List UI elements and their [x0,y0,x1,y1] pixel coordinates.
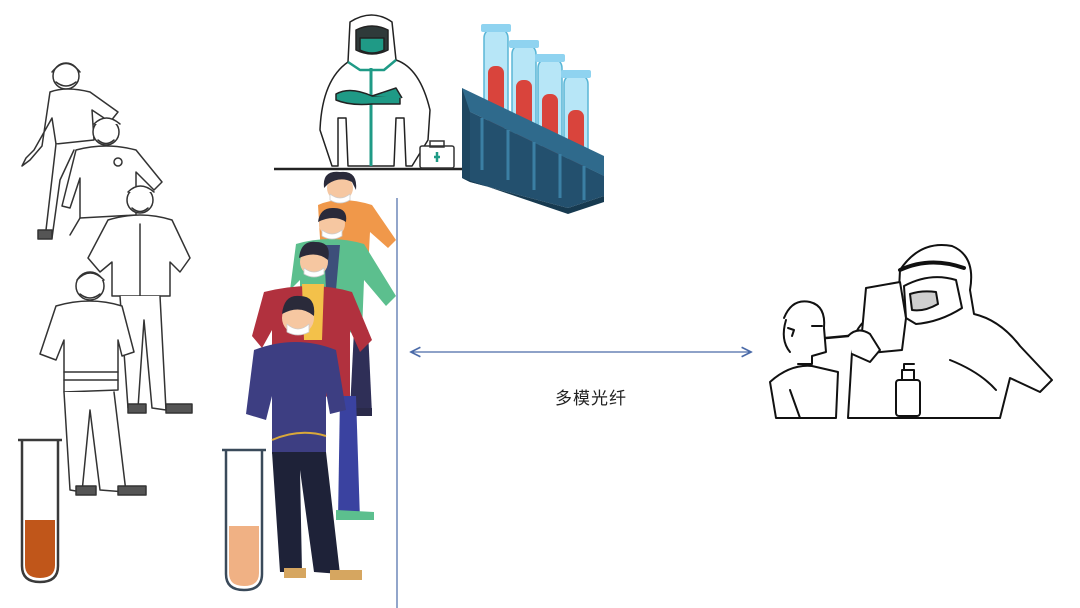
protective-suit-worker-icon [274,14,478,171]
test-tube-rack-icon [462,24,604,214]
swab-sampling-scene-icon [769,244,1053,419]
outline-person-4 [39,271,147,496]
link-label: 多模光纤 [555,389,627,409]
sanitizer-bottle-icon [895,363,921,417]
first-aid-kit-icon [419,140,455,169]
sample-tube-dark-icon [18,438,62,584]
outline-person-1 [21,62,119,240]
outline-person-3 [87,185,193,414]
child-figure [769,300,839,419]
outline-person-2 [61,117,163,236]
outline-people-queue-icon [21,62,193,496]
health-worker-figure [824,244,1053,419]
color-person-d [246,295,362,580]
sample-tube-light-icon [222,448,266,592]
masked-people-queue-icon [246,171,396,580]
